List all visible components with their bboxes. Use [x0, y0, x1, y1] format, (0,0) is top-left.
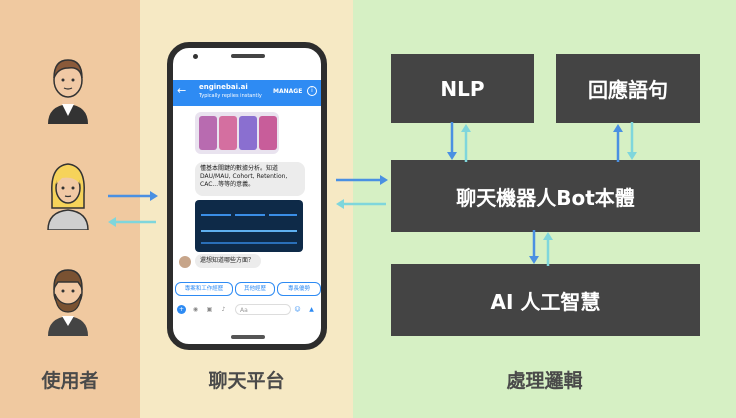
ai-box: AI 人工智慧: [391, 264, 700, 336]
page-name: enginebai.ai: [199, 83, 248, 91]
bot-avatar: [179, 256, 191, 268]
carousel-thumb: [259, 116, 277, 150]
chat-area: 懂基本關鍵的數據分析。知道DAU/MAU, Cohort, Retention,…: [173, 106, 321, 286]
nlp-box: NLP: [391, 54, 534, 123]
male-user-icon: [48, 59, 88, 124]
image-carousel[interactable]: [195, 112, 279, 154]
plus-icon[interactable]: +: [177, 305, 186, 314]
image-icon[interactable]: ▣: [206, 306, 213, 313]
manage-button[interactable]: MANAGE: [273, 88, 303, 95]
female-user-icon: [47, 163, 89, 230]
speaker-grille: [231, 54, 265, 58]
message-input[interactable]: Aa: [235, 304, 291, 315]
users-platform-arrows: [108, 191, 158, 227]
bot-ai-arrows: [529, 230, 553, 266]
info-icon[interactable]: i: [307, 86, 317, 96]
back-arrow-icon[interactable]: ←: [177, 84, 187, 97]
dash-bar: [235, 214, 265, 216]
platform-label: 聊天平台: [208, 370, 285, 392]
bearded-user-icon: [48, 269, 88, 336]
mic-icon[interactable]: ♪: [221, 306, 226, 313]
nlp-bot-arrows: [447, 122, 471, 162]
carousel-thumb: [199, 116, 217, 150]
dash-bar: [201, 230, 297, 232]
camera-icon[interactable]: ◉: [192, 306, 199, 313]
dashboard-screenshot[interactable]: [195, 200, 303, 252]
emoji-icon[interactable]: ☺: [294, 306, 301, 313]
camera-dot: [193, 54, 198, 59]
thumbs-up-icon[interactable]: ▲: [309, 306, 314, 313]
platform-bot-arrows: [336, 175, 388, 209]
dash-bar: [269, 214, 297, 216]
dash-bar: [201, 214, 231, 216]
response-box: 回應語句: [556, 54, 700, 123]
messenger-header: ← enginebai.ai Typically replies instant…: [173, 80, 321, 106]
bot-question: 還想知道哪些方面？: [195, 254, 261, 268]
page-subtitle: Typically replies instantly: [199, 93, 262, 99]
bot-message: 懂基本關鍵的數據分析。知道DAU/MAU, Cohort, Retention,…: [195, 162, 305, 196]
bot-box: 聊天機器人Bot本體: [391, 160, 700, 232]
dash-bar: [201, 242, 297, 244]
composer-bar: + ◉ ▣ ♪ Aa ☺ ▲: [173, 302, 321, 318]
logic-label: 處理邏輯: [506, 370, 583, 392]
carousel-thumb: [239, 116, 257, 150]
response-bot-arrows: [613, 122, 637, 162]
quick-reply-projects[interactable]: 專案和工作經歷: [175, 282, 233, 296]
carousel-thumb: [219, 116, 237, 150]
home-bar: [231, 335, 265, 339]
quick-reply-strengths[interactable]: 專長優勢: [277, 282, 321, 296]
users-label: 使用者: [41, 370, 99, 392]
quick-reply-other[interactable]: 其他經歷: [235, 282, 275, 296]
phone-mockup: ← enginebai.ai Typically replies instant…: [167, 42, 327, 350]
